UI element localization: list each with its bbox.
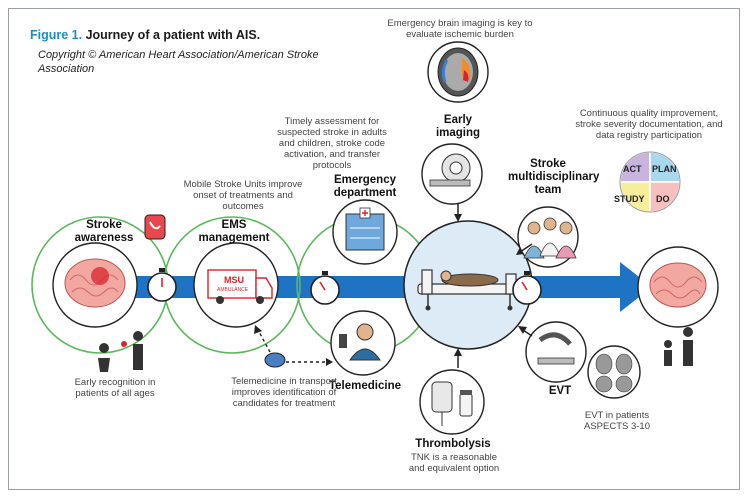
- msu-label: MSU: [224, 275, 244, 285]
- pdca-do-label: DO: [656, 194, 670, 204]
- evt-note: EVT in patients ASPECTS 3-10: [584, 410, 650, 432]
- evt-heading: EVT: [548, 385, 572, 397]
- emergency-department-heading: Emergency department: [333, 174, 397, 199]
- copyright-note: Copyright © American Heart Association/A…: [38, 49, 319, 75]
- thrombolysis-note: TNK is a reasonable and equivalent optio…: [408, 452, 500, 474]
- hospital-building-icon: [332, 199, 398, 265]
- timer-icon-1: [147, 268, 177, 302]
- ambulance-icon: [193, 242, 279, 328]
- ct-scanner-icon: [421, 143, 483, 205]
- stroke-team-icon: [517, 206, 579, 268]
- phone-alert-icon: [144, 214, 166, 240]
- figure-label: Figure 1.: [30, 28, 83, 42]
- brain-stroke-icon: [52, 242, 138, 328]
- stroke-team-heading: Stroke multidisciplinary team: [508, 158, 600, 196]
- family-figures-icon: [98, 331, 143, 372]
- figure-title-text: Journey of a patient with AIS.: [85, 28, 261, 42]
- dashed-arrow-to-ems: [257, 329, 271, 353]
- stroke-awareness-note: Early recognition in patients of all age…: [74, 377, 156, 399]
- figure-title: Figure 1. Journey of a patient with AIS.: [30, 28, 260, 42]
- iv-bag-vial-icon: [419, 369, 485, 435]
- stroke-awareness-heading: Stroke awareness: [74, 219, 134, 244]
- early-imaging-heading: Early imaging: [435, 114, 481, 139]
- pdca-act-label: ACT: [623, 164, 642, 174]
- thrombolysis-heading: Thrombolysis: [415, 438, 491, 450]
- chat-bubble-icon: [264, 352, 286, 368]
- recovered-family-icon: [664, 327, 693, 366]
- telemedicine-heading: Telemedicine: [328, 380, 401, 392]
- ems-note: Mobile Stroke Units improve onset of tre…: [183, 179, 303, 212]
- evt-angio-icon: [525, 321, 587, 383]
- quality-note: Continuous quality improvement, stroke s…: [575, 108, 723, 141]
- pdca-plan-label: PLAN: [652, 164, 677, 174]
- telemedicine-doctor-icon: [330, 310, 396, 376]
- pdca-wheel: [619, 151, 681, 213]
- early-imaging-note: Emergency brain imaging is key to evalua…: [387, 18, 533, 40]
- pdca-study-label: STUDY: [614, 194, 645, 204]
- journey-arrow-head: [620, 262, 652, 312]
- aspects-scan-icon: [587, 345, 641, 399]
- brain-scan-icon: [427, 41, 489, 103]
- timer-icon-2: [310, 271, 340, 305]
- telemedicine-note: Telemedicine in transport improves ident…: [231, 376, 337, 409]
- ems-heading: EMS management: [198, 219, 270, 244]
- ambulance-label: AMBULANCE: [217, 287, 249, 293]
- healthy-brain-icon: [637, 246, 719, 328]
- emergency-department-note: Timely assessment for suspected stroke i…: [277, 116, 387, 171]
- timer-icon-3: [512, 271, 542, 305]
